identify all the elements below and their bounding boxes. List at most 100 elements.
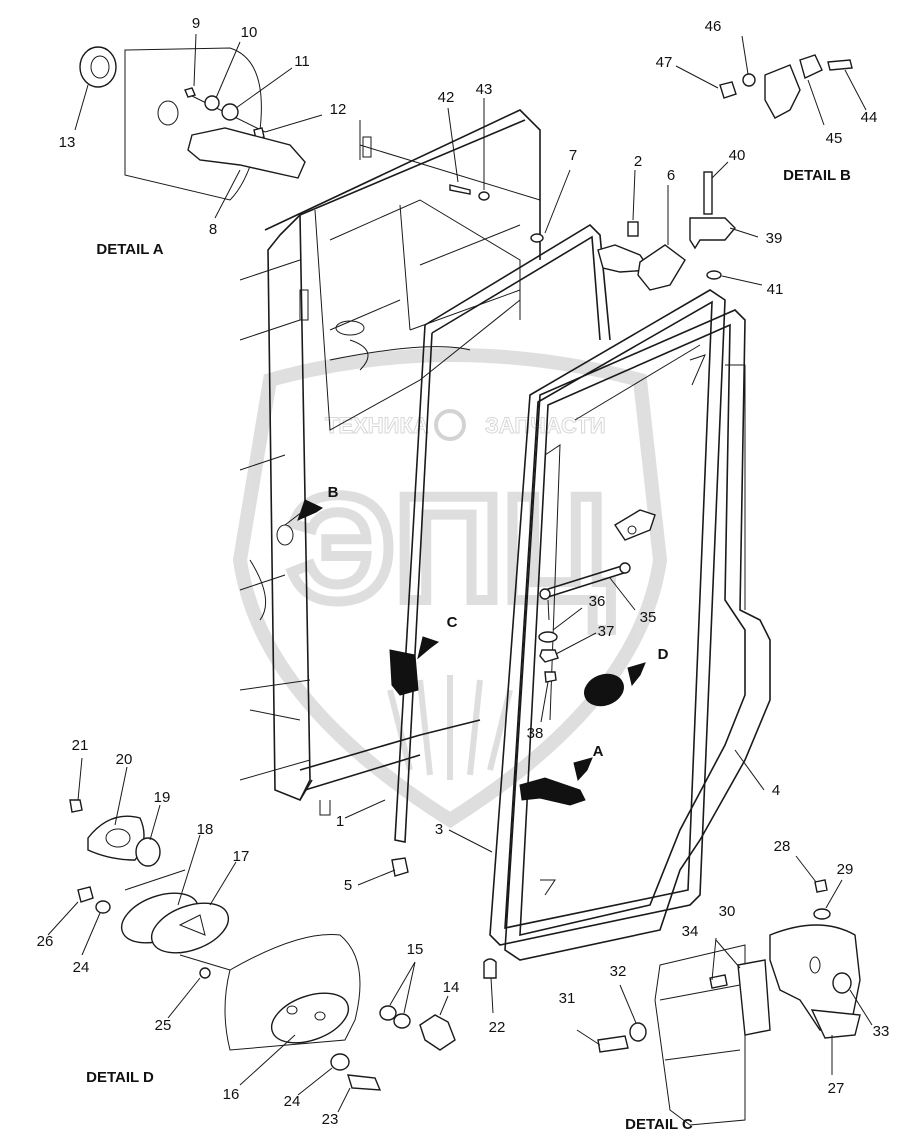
callout-27: 27 [828, 1080, 845, 1097]
callout-34: 34 [682, 923, 699, 940]
oring-part-15a [379, 1005, 397, 1021]
callout-31: 31 [559, 990, 576, 1007]
callout-36: 36 [589, 593, 606, 610]
callout-4: 4 [772, 782, 780, 799]
bracket-part-39 [689, 217, 736, 250]
callout-41: 41 [767, 281, 784, 298]
callout-23: 23 [322, 1111, 339, 1128]
watermark-left-text: ТЕХНИКА [325, 413, 429, 438]
washer-part-29 [813, 908, 831, 920]
callout-33: 33 [873, 1023, 890, 1040]
callout-38: 38 [527, 725, 544, 742]
cap-part-22 [483, 958, 497, 979]
callout-39: 39 [766, 230, 783, 247]
detail-a-group [79, 46, 306, 201]
callout-22: 22 [489, 1019, 506, 1036]
washer-part-46 [742, 73, 756, 87]
hinge-leaf-part [764, 64, 801, 119]
callout-29: 29 [837, 861, 854, 878]
watermark: ТЕХНИКА ЗАПЧАСТИ ЭПЦ [232, 348, 668, 829]
screw-part-28 [814, 879, 828, 893]
striker-part-27 [769, 924, 861, 1031]
callout-28: 28 [774, 838, 791, 855]
arrow-label-c: C [447, 614, 458, 631]
callout-9: 9 [192, 15, 200, 32]
callout-42: 42 [438, 89, 455, 106]
bearing-part-13 [79, 46, 117, 88]
callout-8: 8 [209, 221, 217, 238]
callout-43: 43 [476, 81, 493, 98]
callout-7: 7 [569, 147, 577, 164]
callout-14: 14 [443, 979, 460, 996]
gear-icon [434, 409, 466, 441]
loose-parts-main [391, 184, 686, 979]
arrow-a [573, 757, 593, 782]
watermark-right-text: ЗАПЧАСТИ [485, 413, 606, 438]
door-seal-strip [394, 223, 611, 843]
callout-2: 2 [634, 153, 642, 170]
bushing-part-2 [627, 221, 639, 237]
callout-37: 37 [598, 623, 615, 640]
key-cylinder-part-14 [419, 1014, 456, 1051]
callout-24-lower: 24 [284, 1093, 301, 1110]
cam-part-17 [150, 902, 230, 954]
direction-arrows [284, 499, 646, 782]
arrow-letters: B C D A [328, 484, 669, 760]
caption-detail-a: DETAIL A [96, 241, 163, 258]
spacer-part-25 [199, 967, 211, 979]
callout-10: 10 [241, 24, 258, 41]
callout-18: 18 [197, 821, 214, 838]
washer-part-24-upper [95, 900, 111, 914]
door-hinge [614, 509, 656, 541]
washer-part-10 [204, 95, 220, 111]
callout-3: 3 [435, 821, 443, 838]
callout-5: 5 [344, 877, 352, 894]
detail-d-marker [584, 673, 624, 707]
watermark-monogram: ЭПЦ [288, 464, 612, 632]
clip-part-34 [709, 974, 728, 989]
callout-35: 35 [640, 609, 657, 626]
washer-part-11 [221, 103, 239, 121]
gas-strut [539, 562, 631, 621]
callout-32: 32 [610, 963, 627, 980]
callout-46: 46 [705, 18, 722, 35]
screw-part-21 [69, 799, 83, 813]
detail-captions: DETAIL A DETAIL B DETAIL C DETAIL D [86, 167, 851, 1133]
callout-20: 20 [116, 751, 133, 768]
leader-lines [47, 33, 873, 1113]
hinge-part-6 [637, 244, 686, 291]
caption-detail-b: DETAIL B [783, 167, 851, 184]
detail-d-group [69, 799, 456, 1091]
arrow-label-b: B [328, 484, 339, 501]
washer-part-41 [706, 270, 722, 280]
plate-part-16 [270, 992, 350, 1044]
callout-numbers: 9 10 11 12 13 8 42 43 7 2 6 40 39 41 47 … [37, 15, 890, 1128]
callout-30: 30 [719, 903, 736, 920]
arrow-d [627, 662, 646, 687]
callout-11: 11 [294, 53, 310, 70]
pin-part-40 [703, 171, 713, 215]
plug-part-5 [391, 857, 409, 877]
washer-part-43 [478, 191, 490, 201]
spring-part-19 [135, 837, 161, 867]
callout-47: 47 [656, 54, 673, 71]
callout-1: 1 [336, 813, 344, 830]
detail-b-parts [689, 54, 853, 280]
callout-12: 12 [330, 101, 347, 118]
oring-part-15b [393, 1013, 411, 1029]
door-glass-outer [504, 309, 771, 961]
callout-24-upper: 24 [73, 959, 90, 976]
screw-part-9 [184, 87, 196, 98]
handle-part-8 [187, 127, 306, 179]
callout-40: 40 [729, 147, 746, 164]
callout-16: 16 [223, 1086, 240, 1103]
nut-part-33 [832, 972, 852, 994]
callout-45: 45 [826, 130, 843, 147]
arrow-c [417, 636, 440, 660]
washer-part-45 [799, 54, 823, 79]
callout-19: 19 [154, 789, 171, 806]
callout-26: 26 [37, 933, 54, 950]
caption-detail-d: DETAIL D [86, 1069, 154, 1086]
